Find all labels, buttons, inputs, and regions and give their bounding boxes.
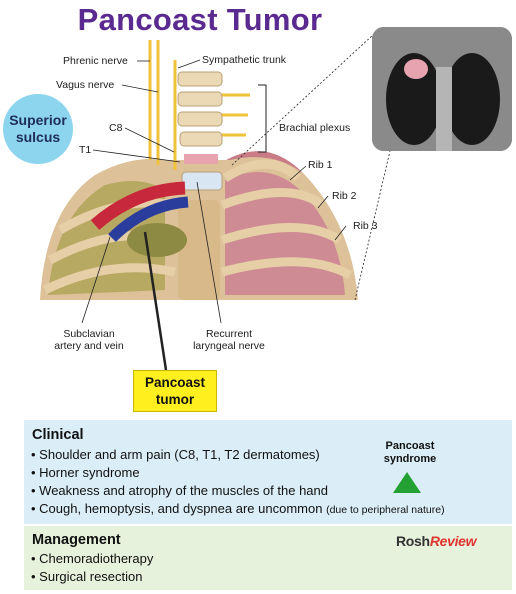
- label-t1: T1: [79, 144, 92, 156]
- label-subclavian: Subclavian artery and vein: [49, 328, 129, 352]
- brand-part2: Review: [429, 533, 477, 549]
- clinical-bullet: • Weakness and atrophy of the muscles of…: [31, 483, 328, 498]
- vertebra: [177, 71, 223, 87]
- leader-ct-bottom: [354, 150, 391, 301]
- triangle-icon: [393, 472, 421, 493]
- management-bullet: • Chemoradiotherapy: [31, 551, 154, 566]
- leader-pancoast: [143, 231, 168, 371]
- pancoast-callout-line1: Pancoast: [144, 375, 206, 390]
- ct-mediastinum: [436, 67, 452, 151]
- label-rib3: Rib 3: [353, 220, 378, 232]
- rib-line-7: [222, 159, 302, 182]
- pancoast-syndrome-label: Pancoast syndrome: [374, 440, 446, 466]
- ct-lung-right: [444, 53, 500, 145]
- rib-line-4: [220, 188, 325, 210]
- clinical-bullet: • Horner syndrome: [31, 465, 140, 480]
- management-title: Management: [32, 532, 121, 548]
- superior-sulcus-line1: Superior: [9, 112, 67, 128]
- leader-vagus: [121, 84, 159, 93]
- management-bullet: • Surgical resection: [31, 569, 143, 584]
- page-title: Pancoast Tumor: [77, 2, 323, 37]
- sympathetic-ganglion: [184, 154, 218, 164]
- syndrome-label-line2: syndrome: [383, 453, 437, 465]
- subclavian-artery: [90, 181, 186, 230]
- vertebra: [177, 111, 223, 127]
- management-panel: Management • Chemoradiotherapy • Surgica…: [24, 526, 512, 590]
- label-rib1: Rib 1: [308, 159, 333, 171]
- leader-sympathetic: [177, 59, 201, 69]
- label-recurrent: Recurrent laryngeal nerve: [186, 328, 272, 352]
- clinical-title: Clinical: [32, 427, 84, 443]
- superior-sulcus-badge: Superior sulcus: [3, 94, 73, 164]
- label-vagus-nerve: Vagus nerve: [56, 79, 115, 91]
- leader-ct-top: [231, 33, 375, 166]
- subclavian-vein: [108, 196, 189, 242]
- label-subclavian-line1: Subclavian: [63, 328, 115, 340]
- clinical-bullet: • Shoulder and arm pain (C8, T1, T2 derm…: [31, 447, 320, 462]
- superior-sulcus-line2: sulcus: [15, 129, 61, 145]
- label-recurrent-line1: Recurrent: [205, 328, 253, 340]
- clinical-bullet-note: (due to peripheral nature): [326, 504, 445, 516]
- leader-t1: [92, 149, 181, 163]
- clinical-panel: Clinical • Shoulder and arm pain (C8, T1…: [24, 420, 512, 524]
- label-sympathetic-trunk: Sympathetic trunk: [202, 54, 287, 66]
- label-rib2: Rib 2: [332, 190, 357, 202]
- vertebra: [177, 91, 223, 107]
- rib-line-5: [220, 223, 343, 245]
- pancoast-callout-line2: tumor: [155, 392, 195, 407]
- tumor-mass: [127, 223, 187, 257]
- brand-part1: Rosh: [396, 533, 430, 549]
- leader-c8: [124, 127, 175, 153]
- roshreview-logo: RoshReview: [396, 533, 477, 549]
- vertebra: [181, 171, 223, 191]
- brachial-plexus-bracket: [258, 84, 267, 153]
- leader-rib2: [317, 195, 329, 209]
- ct-lung-left: [386, 53, 442, 145]
- leader-recurrent: [196, 181, 222, 324]
- pancoast-tumor-callout: Pancoast tumor: [133, 370, 217, 412]
- leader-subclavian: [81, 236, 111, 324]
- leader-rib3: [334, 225, 347, 241]
- label-brachial-plexus: Brachial plexus: [279, 122, 351, 134]
- sternum: [178, 200, 220, 300]
- ct-scan-image: [372, 27, 512, 151]
- ct-tumor-highlight: [404, 59, 428, 79]
- leader-rib1: [289, 165, 307, 181]
- label-subclavian-line2: artery and vein: [54, 340, 124, 352]
- clinical-bullet-text: • Cough, hemoptysis, and dyspnea are unc…: [31, 501, 323, 516]
- label-recurrent-line2: laryngeal nerve: [193, 340, 265, 352]
- label-phrenic-nerve: Phrenic nerve: [63, 55, 128, 67]
- vertebra: [179, 131, 223, 147]
- clinical-bullet: • Cough, hemoptysis, and dyspnea are unc…: [31, 501, 445, 516]
- rib-line-3: [43, 263, 176, 295]
- label-c8: C8: [109, 122, 123, 134]
- anatomy-illustration: [40, 33, 391, 371]
- syndrome-label-line1: Pancoast: [385, 440, 435, 452]
- rib-line-6: [220, 257, 353, 279]
